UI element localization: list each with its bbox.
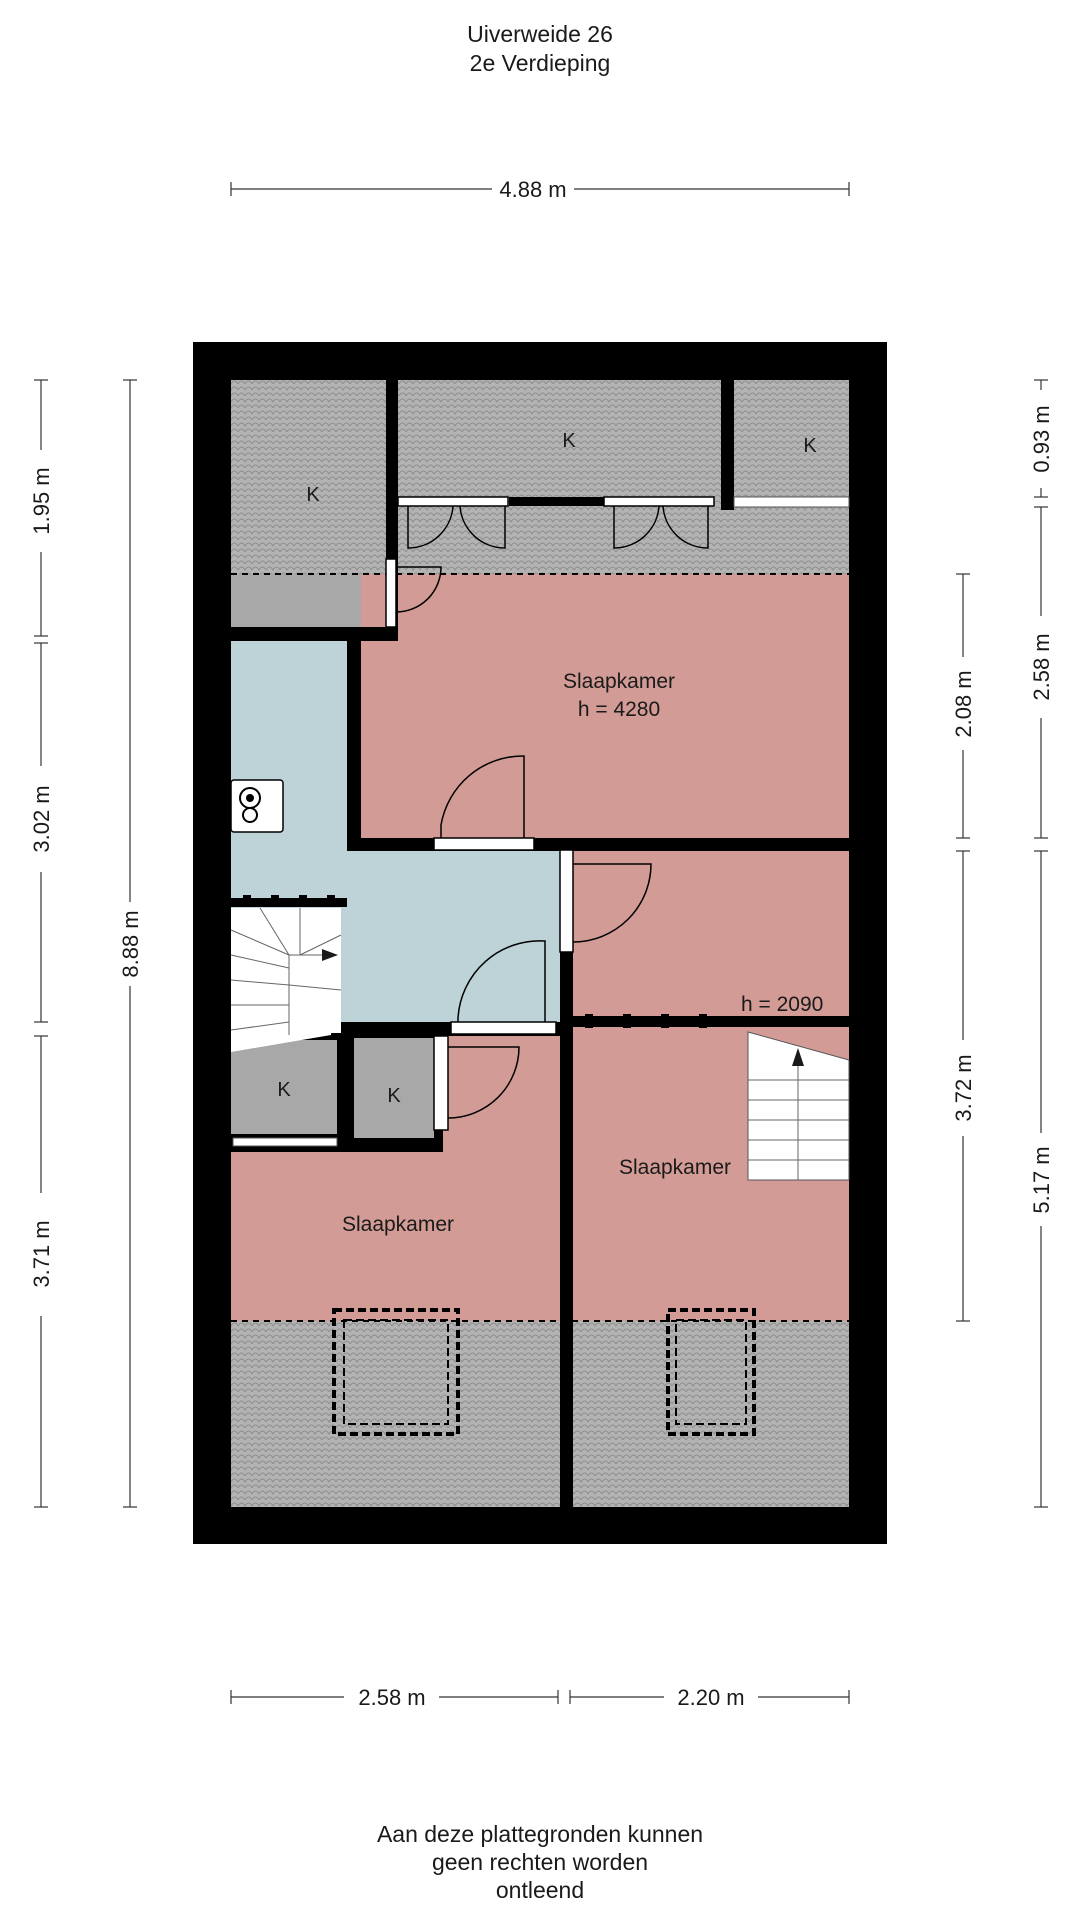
storage-room-1 [231, 1040, 337, 1140]
stairs-left [230, 907, 342, 1052]
dim-left-total: 8.88 m [118, 910, 143, 977]
floor-title: 2e Verdieping [469, 50, 611, 76]
roof-area-bottom-left [231, 1321, 560, 1507]
ceiling-height-label: h = 2090 [741, 993, 823, 1016]
bedroom-top [361, 574, 849, 839]
storage-label: K [306, 484, 320, 506]
dim-right-1: 2.08 m [951, 670, 976, 737]
dim-left-3: 3.71 m [29, 1220, 54, 1287]
wall [573, 1016, 849, 1027]
dim-bottom-right: 2.20 m [677, 1685, 744, 1710]
knee-wall-marks [243, 895, 707, 1028]
bedroom-label: Slaapkamer [619, 1156, 731, 1179]
window [232, 496, 850, 1147]
dim-left-1: 1.95 m [29, 467, 54, 534]
hall-area [231, 641, 560, 1022]
roof-area-top-strip [398, 500, 849, 574]
skylight-right [666, 1308, 756, 1436]
wall [509, 497, 604, 506]
wall [337, 1022, 354, 1148]
skylight-left [332, 1308, 460, 1436]
roof-area-bottom-right [573, 1321, 849, 1507]
dim-left-2: 3.02 m [29, 785, 54, 852]
roof-area-top-left [231, 380, 386, 574]
wall [721, 380, 734, 510]
doors [385, 496, 715, 1131]
storage-label: K [277, 1079, 291, 1101]
storage-label: K [387, 1085, 401, 1107]
storage-room-2 [354, 1038, 434, 1138]
dim-top-width: 4.88 m [499, 177, 566, 202]
storage-label: K [562, 430, 576, 452]
dim-bottom-left: 2.58 m [358, 1685, 425, 1710]
dim-right-2: 3.72 m [951, 1054, 976, 1121]
bedroom-left [231, 1036, 560, 1321]
disclaimer-line-3: ontleend [495, 1877, 585, 1903]
bedroom-label: Slaapkamer [342, 1213, 454, 1236]
dim-far-right-2: 2.58 m [1029, 633, 1054, 700]
wall [231, 627, 398, 641]
wall [231, 898, 347, 907]
wall [560, 838, 573, 1507]
dim-far-right-3: 5.17 m [1029, 1146, 1054, 1213]
address-title: Uiverweide 26 [467, 21, 613, 47]
bedroom-label: Slaapkamer [563, 670, 675, 693]
wall [337, 1138, 443, 1151]
disclaimer-line-2: geen rechten worden [431, 1849, 649, 1875]
stairs-right [747, 1031, 850, 1181]
boiler-icon [230, 779, 284, 833]
wall [347, 838, 849, 851]
dim-far-right-1: 0.93 m [1029, 405, 1054, 472]
wall [347, 636, 361, 848]
bedroom-height-label: h = 4280 [578, 698, 660, 721]
dimension-lines [34, 182, 1048, 1704]
disclaimer-line-1: Aan deze plattegronden kunnen [376, 1821, 704, 1847]
storage-label: K [803, 435, 817, 457]
storage-strip [231, 574, 386, 627]
